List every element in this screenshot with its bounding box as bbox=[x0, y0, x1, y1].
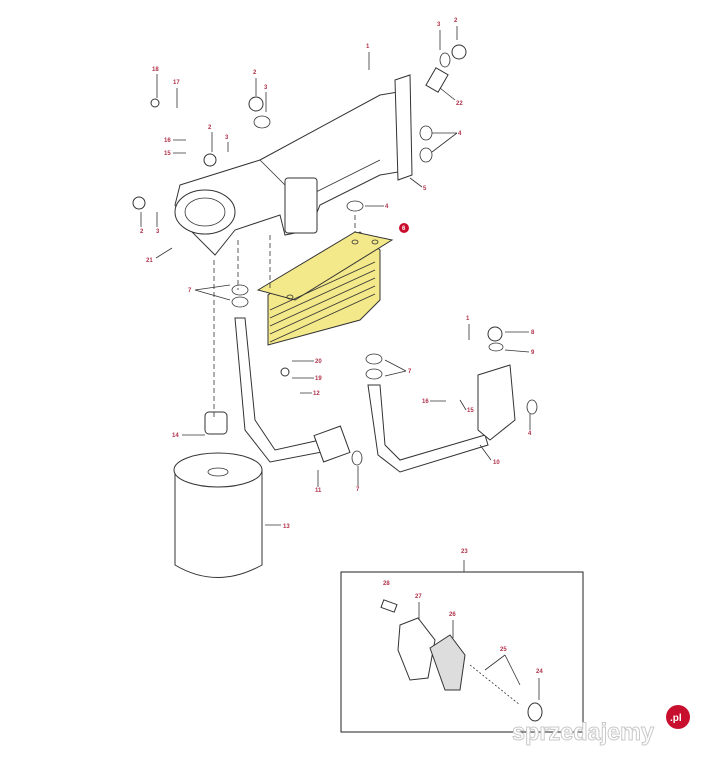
callout-6-marker bbox=[399, 223, 409, 233]
callout-label: 4 bbox=[458, 131, 462, 137]
callout-label: 7 bbox=[356, 487, 360, 493]
callout-label: 11 bbox=[315, 488, 322, 494]
callout-label: 3 bbox=[264, 85, 268, 91]
callout-label: 7 bbox=[188, 288, 192, 294]
callout-label: 19 bbox=[315, 376, 322, 382]
callout-label: 2 bbox=[208, 125, 212, 131]
callout-label: 26 bbox=[449, 612, 456, 618]
callout-label: 13 bbox=[283, 524, 290, 530]
callout-label: 3 bbox=[225, 135, 229, 141]
callout-label: 4 bbox=[528, 431, 532, 437]
watermark-text: sprzedajemy bbox=[512, 719, 655, 746]
callout-label: 12 bbox=[313, 391, 320, 397]
callout-label: 23 bbox=[461, 549, 468, 555]
oil-filter bbox=[173, 411, 263, 578]
callout-label: 21 bbox=[146, 258, 153, 264]
callout-label: 3 bbox=[437, 22, 441, 28]
callout-label: 8 bbox=[531, 330, 535, 336]
watermark-badge bbox=[666, 705, 690, 729]
callout-label: 24 bbox=[536, 669, 543, 675]
callout-label: 15 bbox=[164, 151, 171, 157]
callout-label: 17 bbox=[173, 80, 180, 86]
callout-label: 2 bbox=[140, 229, 144, 235]
callout-label: 10 bbox=[493, 460, 500, 466]
oil-filter-housing bbox=[174, 74, 413, 256]
callout-label: 15 bbox=[467, 408, 474, 414]
callout-label: 3 bbox=[156, 229, 160, 235]
callout-label: 18 bbox=[152, 67, 159, 73]
watermark-badge-text: .pl bbox=[670, 713, 682, 724]
pipe-flange bbox=[313, 425, 351, 463]
callout-label: 27 bbox=[415, 594, 422, 600]
callout-label: 2 bbox=[454, 18, 458, 24]
relief-valve-detail-box bbox=[340, 571, 584, 733]
callout-label: 16 bbox=[164, 138, 171, 144]
leader-lines bbox=[140, 26, 540, 700]
plugs bbox=[132, 44, 503, 377]
callout-label: 7 bbox=[408, 369, 412, 375]
callout-label: 22 bbox=[456, 101, 463, 107]
callout-label: 6 bbox=[402, 226, 406, 232]
callout-label: 1 bbox=[466, 316, 470, 322]
callout-label: 5 bbox=[423, 186, 427, 192]
callout-label: 1 bbox=[366, 44, 370, 50]
callout-label: 14 bbox=[172, 433, 179, 439]
callout-label: 28 bbox=[383, 581, 390, 587]
callout-label: 4 bbox=[385, 204, 389, 210]
callout-label: 9 bbox=[531, 350, 535, 356]
callout-label: 2 bbox=[253, 70, 257, 76]
o-rings bbox=[231, 52, 538, 466]
callout-label: 16 bbox=[422, 399, 429, 405]
bracket-10 bbox=[477, 364, 516, 441]
relief-valve-parts bbox=[380, 599, 543, 722]
oil-cooler bbox=[256, 231, 394, 346]
callout-label: 20 bbox=[315, 359, 322, 365]
callout-label: 25 bbox=[500, 647, 507, 653]
